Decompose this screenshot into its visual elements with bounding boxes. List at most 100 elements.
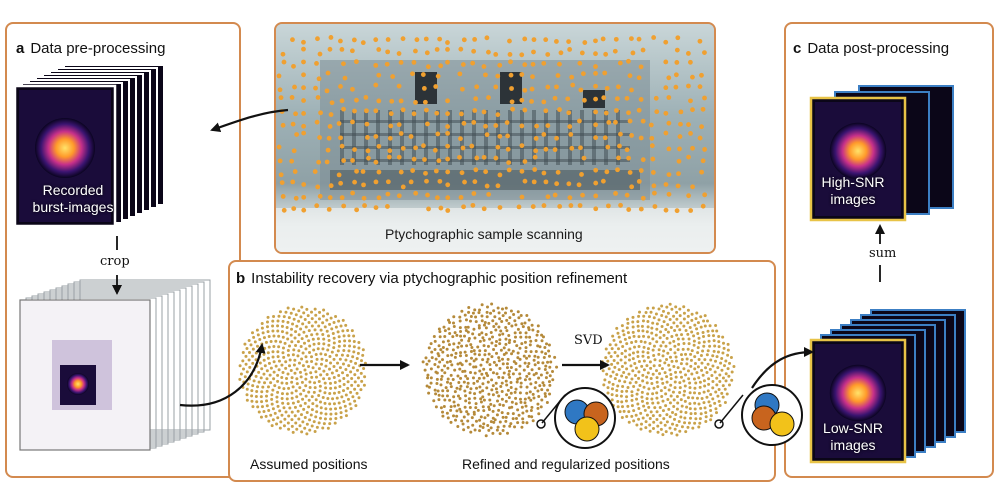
position-dot <box>621 344 625 348</box>
position-dot <box>619 394 623 398</box>
scan-dot <box>702 50 707 55</box>
position-dot <box>678 307 682 311</box>
position-dot <box>620 415 624 419</box>
position-dot <box>514 323 518 327</box>
position-dot <box>711 329 715 333</box>
scan-dot <box>312 169 318 174</box>
position-dot <box>718 404 722 408</box>
scan-dot <box>338 180 344 186</box>
position-dot <box>651 401 655 405</box>
position-dot <box>449 420 453 424</box>
scan-dot <box>338 84 343 89</box>
position-dot <box>519 385 523 389</box>
position-dot <box>491 431 495 435</box>
scan-dot <box>577 118 582 124</box>
position-dot <box>700 361 704 365</box>
scan-dot <box>519 123 525 129</box>
scan-dot <box>678 121 683 127</box>
position-dot <box>283 341 287 345</box>
position-dot <box>294 330 298 334</box>
scan-dot <box>328 112 334 117</box>
position-dot <box>655 327 659 331</box>
position-dot <box>659 421 663 425</box>
position-dot <box>442 405 446 409</box>
scan-dot <box>509 99 515 105</box>
position-dot <box>340 353 344 357</box>
position-dot <box>678 381 682 385</box>
position-dot <box>500 411 504 415</box>
position-dot <box>458 361 462 365</box>
position-dot <box>476 408 480 412</box>
position-dot <box>679 398 683 402</box>
scan-dot <box>558 50 564 56</box>
position-dot <box>534 350 538 354</box>
position-dot <box>517 413 521 417</box>
position-dot <box>452 325 456 329</box>
position-dot <box>484 326 488 330</box>
position-dot <box>344 414 348 418</box>
position-dot <box>287 386 291 390</box>
position-dot <box>270 424 274 428</box>
scan-dot <box>414 37 420 43</box>
position-dot <box>636 350 640 354</box>
position-dot <box>655 410 659 414</box>
position-dot <box>278 310 282 314</box>
position-dot <box>627 358 631 362</box>
position-dot <box>329 316 333 320</box>
position-dot <box>285 397 289 401</box>
position-dot <box>624 375 628 379</box>
scan-dot <box>509 86 514 91</box>
scan-dot <box>654 109 660 115</box>
scan-dot <box>445 111 450 117</box>
position-dot <box>513 425 517 429</box>
position-dot <box>321 314 325 318</box>
scan-dot <box>301 85 306 91</box>
position-dot <box>443 371 447 375</box>
position-dot <box>618 410 622 414</box>
position-dot <box>290 327 294 331</box>
position-dot <box>344 367 348 371</box>
position-dot <box>466 325 470 329</box>
scan-dot <box>324 159 330 165</box>
position-dot <box>652 344 656 348</box>
position-dot <box>656 401 660 405</box>
position-dot <box>693 386 697 390</box>
position-dot <box>352 339 356 343</box>
position-dot <box>491 409 495 413</box>
position-dot <box>725 392 729 396</box>
position-dot <box>490 302 494 306</box>
position-dot <box>675 310 679 314</box>
scan-dot <box>522 62 528 68</box>
scan-dot <box>508 59 513 65</box>
scan-dot <box>519 194 525 200</box>
scan-dot <box>638 135 644 141</box>
position-dot <box>329 386 333 390</box>
scan-dot <box>567 47 573 52</box>
position-dot <box>542 383 546 387</box>
high-snr-label-line1: High-SNR <box>821 174 885 190</box>
position-dot <box>648 360 652 364</box>
position-dot <box>536 344 540 348</box>
position-dot <box>437 344 441 348</box>
position-dot <box>674 355 678 359</box>
position-dot <box>459 334 463 338</box>
position-dot <box>490 341 494 345</box>
scan-dot <box>579 172 584 177</box>
position-dot <box>715 376 719 380</box>
position-dot <box>469 370 473 374</box>
scan-dot <box>445 47 450 52</box>
position-dot <box>290 376 294 380</box>
position-dot <box>620 405 624 409</box>
position-dot <box>672 398 676 402</box>
position-dot <box>460 338 464 342</box>
sample-column <box>424 110 428 165</box>
position-dot <box>357 341 361 345</box>
scan-dot <box>469 143 475 149</box>
scan-dot <box>434 195 440 201</box>
position-dot <box>254 351 258 355</box>
scan-dot <box>614 108 619 113</box>
position-dot <box>481 426 485 430</box>
scan-dot <box>373 134 379 139</box>
position-dot <box>655 340 659 344</box>
position-dot <box>310 324 314 328</box>
